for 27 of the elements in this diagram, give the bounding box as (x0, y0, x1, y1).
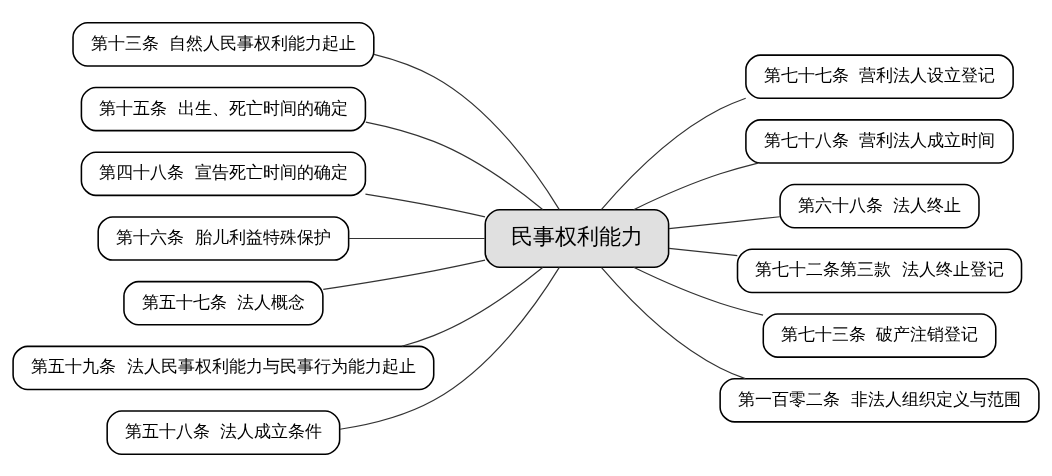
connector (633, 266, 764, 316)
connector (322, 259, 486, 290)
node-box: 第十六条 胎儿利益特殊保护 (97, 215, 350, 261)
node-box: 第十五条 出生、死亡时间的确定 (80, 86, 367, 131)
node-box: 第一百零二条 非法人组织定义与范围 (719, 377, 1040, 423)
connector (668, 247, 738, 256)
connector (339, 266, 560, 430)
node-box: 第六十八条 法人终止 (779, 183, 980, 228)
connector (401, 266, 544, 347)
connector (633, 161, 759, 210)
node-box: 第七十八条 营利法人成立时间 (745, 118, 1014, 164)
node-box: 第五十八条 法人成立条件 (106, 409, 341, 455)
node-box: 第十三条 自然人民事权利能力起止 (72, 21, 375, 67)
node-box: 第五十七条 法人概念 (123, 280, 324, 326)
node-box: 民事权利能力 (484, 208, 670, 268)
connector (668, 215, 781, 229)
node-box: 第七十三条 破产注销登记 (762, 312, 997, 358)
connector (364, 193, 486, 217)
connector (365, 121, 544, 210)
node-box: 第四十八条 宣告死亡时间的确定 (80, 150, 367, 196)
connector (600, 97, 747, 210)
connector (600, 266, 746, 379)
connector (373, 53, 560, 210)
connector (348, 237, 486, 239)
node-box: 第七十七条 营利法人设立登记 (745, 53, 1014, 99)
node-box: 第七十二条第三款 法人终止登记 (736, 248, 1023, 293)
node-box: 第五十九条 法人民事权利能力与民事行为能力起止 (12, 345, 435, 390)
